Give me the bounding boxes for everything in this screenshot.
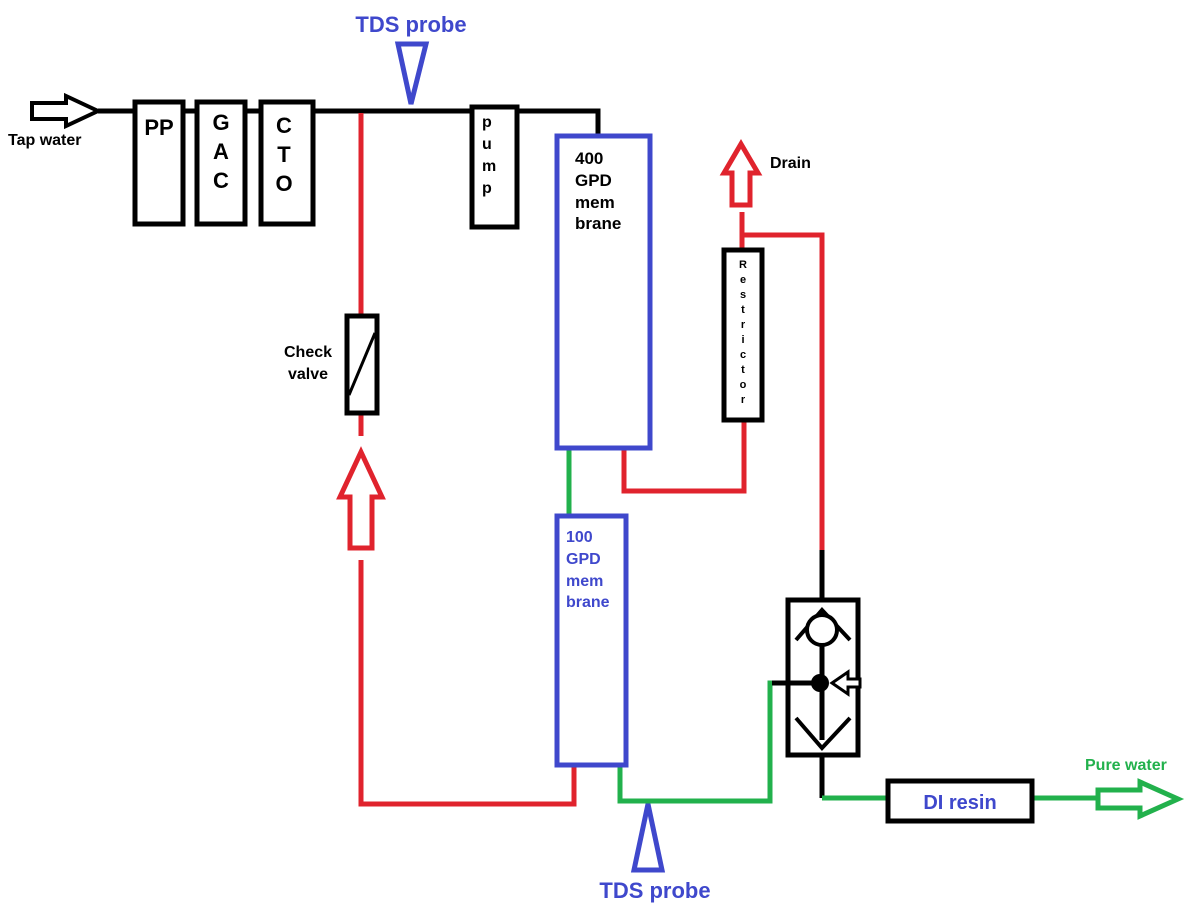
check-valve: Check valve xyxy=(284,313,380,416)
cto-label-1: C xyxy=(276,113,292,138)
tds-probe-bottom: TDS probe xyxy=(599,803,711,903)
flow-restrictor: R e s t r i c t o r xyxy=(721,247,765,423)
recirculation-line xyxy=(358,113,577,807)
restrictor-letter-5: r xyxy=(741,319,746,331)
tds-probe-top: TDS probe xyxy=(355,12,467,105)
cto-label-3: O xyxy=(275,171,292,196)
permeate-line xyxy=(617,680,790,804)
tap-water-label: Tap water xyxy=(8,132,82,149)
membrane-100-label-4: brane xyxy=(566,594,610,611)
pure-water-outlet: Pure water xyxy=(1085,757,1185,820)
tds-probe-bottom-label: TDS probe xyxy=(599,878,710,903)
outlet-arrow-icon xyxy=(1095,778,1185,820)
tds-probe-top-marker-icon xyxy=(394,41,430,105)
shutoff-valve-icon xyxy=(772,597,862,758)
restrictor-letter-8: t xyxy=(741,364,745,376)
gac-label-3: C xyxy=(213,168,229,193)
membrane-400-label-1: 400 xyxy=(575,149,603,168)
restrictor-letter-4: t xyxy=(741,304,745,316)
tds-probe-top-label: TDS probe xyxy=(355,12,466,37)
pure-water-label: Pure water xyxy=(1085,757,1167,774)
valve-feed-red-line xyxy=(742,232,825,600)
restrictor-letter-1: R xyxy=(739,259,747,271)
gac-label-2: A xyxy=(213,139,229,164)
restrictor-letter-3: s xyxy=(740,289,746,301)
membrane-400gpd: 400 GPD mem brane xyxy=(554,133,653,451)
membrane-100-label-3: mem xyxy=(566,573,603,590)
pump-label-4: p xyxy=(482,180,492,197)
gac-filter: G A C xyxy=(194,99,248,227)
restrictor-letter-2: e xyxy=(740,274,746,286)
di-resin-filter: DI resin xyxy=(885,778,1035,824)
inlet-arrow-icon xyxy=(30,92,103,130)
pp-filter: PP xyxy=(132,99,186,227)
membrane-100-label-2: GPD xyxy=(566,551,601,568)
pp-label: PP xyxy=(144,115,173,140)
restrictor-letter-7: c xyxy=(740,349,746,361)
drain-up-arrow-icon xyxy=(719,139,763,208)
membrane-400-label-2: GPD xyxy=(575,171,612,190)
valve-outlet-line xyxy=(819,755,1098,801)
recirc-up-arrow-icon xyxy=(336,446,386,551)
membrane-400-label-4: brane xyxy=(575,214,621,233)
drain-label: Drain xyxy=(770,155,811,172)
di-resin-label: DI resin xyxy=(923,792,996,814)
pump-label-2: u xyxy=(482,136,492,153)
concentrate-line xyxy=(621,212,747,494)
cto-filter: C T O xyxy=(258,99,316,227)
pump-label-1: p xyxy=(482,114,492,131)
drain-outlet: Drain xyxy=(719,139,811,208)
membrane-100gpd: 100 GPD mem brane xyxy=(554,513,629,768)
pump-label-3: m xyxy=(482,158,496,175)
membrane-100-label-1: 100 xyxy=(566,529,593,546)
gac-label-1: G xyxy=(212,110,229,135)
check-valve-label-2: valve xyxy=(288,366,328,383)
tds-probe-bottom-marker-icon xyxy=(630,803,666,873)
restrictor-letter-6: i xyxy=(741,334,744,346)
membrane-400-label-3: mem xyxy=(575,193,615,212)
pump: p u m p xyxy=(469,104,520,230)
check-valve-label-1: Check xyxy=(284,344,332,361)
tap-water-inlet: Tap water xyxy=(8,92,103,149)
restrictor-letter-9: o xyxy=(740,379,747,391)
cto-label-2: T xyxy=(277,142,291,167)
restrictor-letter-10: r xyxy=(741,394,746,406)
